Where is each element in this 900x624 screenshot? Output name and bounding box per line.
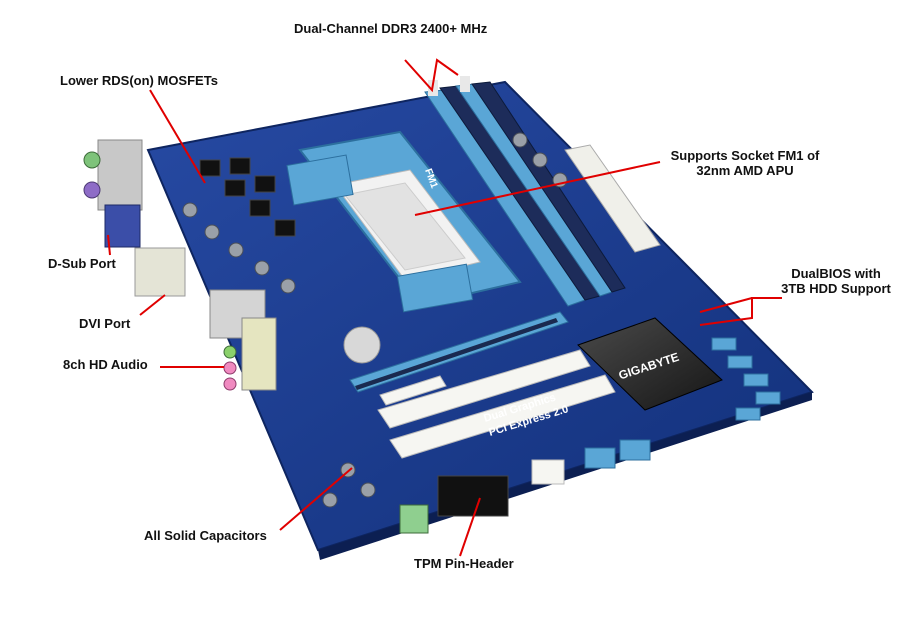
usb-header-2	[584, 447, 616, 469]
label-dvi: DVI Port	[79, 316, 131, 331]
label-socket: Supports Socket FM1 of 32nm AMD APU	[660, 148, 830, 178]
pcb-edge	[318, 392, 812, 560]
usb-header-1	[619, 439, 651, 461]
chipset-heatsink: GIGABYTE	[577, 317, 723, 411]
pcie-x1-slot	[379, 375, 447, 406]
callout-ram	[404, 58, 459, 93]
board-text-f-usb1: F_USB1	[624, 465, 651, 472]
pci-slot-1	[377, 349, 591, 429]
callout-dualbios	[699, 297, 782, 326]
label-dualbios-line2: 3TB HDD Support	[781, 281, 891, 296]
board-text-com: COM	[540, 489, 557, 496]
label-tpm: TPM Pin-Header	[414, 556, 514, 571]
callout-dvi	[139, 294, 166, 316]
label-socket-line1: Supports Socket FM1 of	[670, 148, 820, 163]
label-ram: Dual-Channel DDR3 2400+ MHz	[294, 21, 488, 36]
com-header	[531, 459, 565, 485]
callout-dsub	[107, 234, 111, 256]
callout-mosfets	[149, 89, 206, 184]
label-mosfets: Lower RDS(on) MOSFETs	[60, 73, 218, 88]
sata-ports	[711, 337, 781, 421]
callout-capacitors	[279, 467, 353, 531]
label-socket-line2: 32nm AMD APU	[696, 163, 794, 178]
label-audio: 8ch HD Audio	[63, 357, 148, 372]
callout-tpm	[459, 497, 481, 557]
label-capacitors: All Solid Capacitors	[144, 528, 267, 543]
label-dsub: D-Sub Port	[48, 256, 116, 271]
label-dualbios: DualBIOS with 3TB HDD Support	[775, 266, 897, 296]
tpm-header	[437, 475, 509, 517]
io-panel	[83, 139, 277, 391]
mosfets	[199, 157, 296, 237]
callout-lines	[107, 58, 782, 557]
cpu-socket	[286, 130, 522, 313]
board-text-f-audio: F_AUDIO	[398, 543, 429, 550]
callout-socket	[414, 161, 661, 216]
cmos-battery	[343, 326, 381, 364]
label-dualbios-line1: DualBIOS with	[791, 266, 881, 281]
pci-slot-2	[389, 374, 616, 459]
f-audio-header	[399, 504, 429, 534]
board-text-f-usb2: F_USB2	[590, 473, 617, 480]
atx-power-connector	[564, 144, 661, 253]
